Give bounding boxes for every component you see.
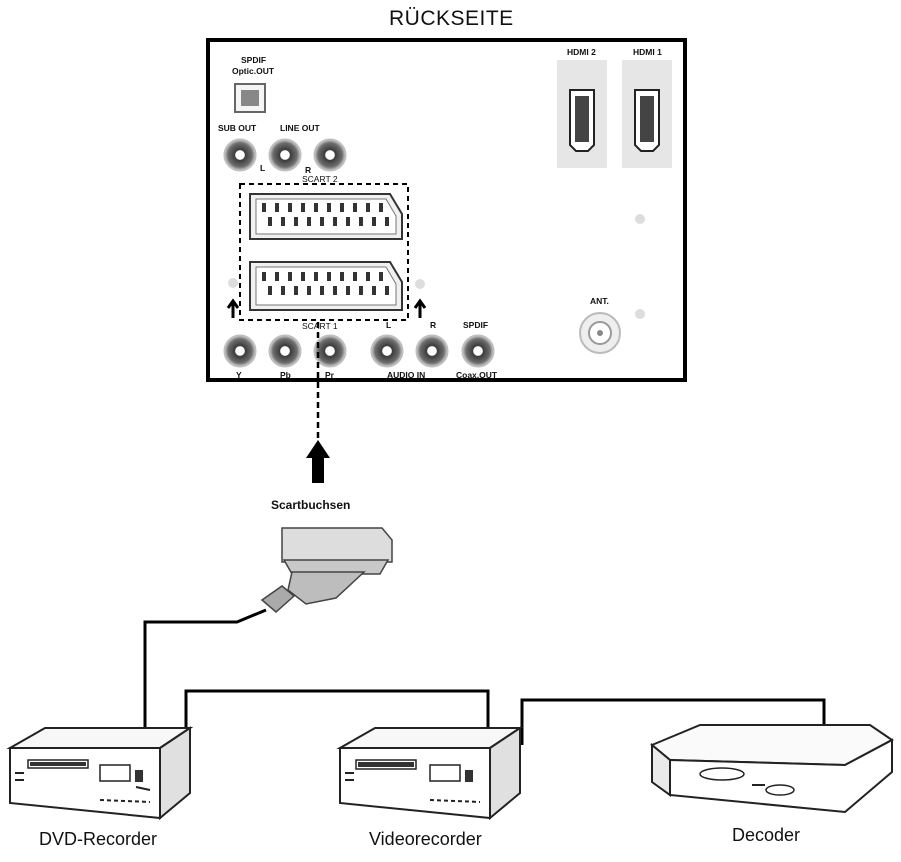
spdif-coax-label: SPDIF bbox=[463, 320, 489, 330]
scart-connector-label: Scartbuchsen bbox=[271, 498, 351, 512]
sub-out-jack bbox=[223, 138, 257, 172]
audio-r-jack bbox=[415, 334, 449, 368]
hdmi1-port bbox=[622, 60, 672, 168]
pb-label: Pb bbox=[280, 370, 291, 380]
pr-jack bbox=[313, 334, 347, 368]
scart2-label: SCART 2 bbox=[302, 174, 338, 184]
hdmi2-label: HDMI 2 bbox=[567, 47, 596, 57]
cable-video-decoder bbox=[520, 698, 826, 745]
scart-highlight-box bbox=[239, 183, 409, 321]
device-label-decoder: Decoder bbox=[732, 825, 801, 845]
arrow-up-icon bbox=[226, 298, 240, 318]
device-label-videorecorder: Videorecorder bbox=[369, 829, 482, 849]
spdif-optical-label-line1: SPDIF bbox=[241, 55, 267, 65]
dvd-recorder-device bbox=[6, 726, 194, 821]
cable-dvd-video bbox=[184, 689, 490, 740]
audio-r-label: R bbox=[430, 320, 437, 330]
audio-l-label: L bbox=[386, 320, 392, 330]
audio-l-jack bbox=[370, 334, 404, 368]
panel-title: RÜCKSEITE bbox=[389, 7, 514, 30]
sub-out-label: SUB OUT bbox=[218, 123, 257, 133]
hdmi1-label: HDMI 1 bbox=[633, 47, 662, 57]
arrow-up-icon bbox=[413, 298, 427, 318]
spdif-optical-port bbox=[234, 83, 266, 113]
line-out-r-label: R bbox=[305, 165, 312, 175]
antenna-label: ANT. bbox=[590, 296, 609, 306]
line-out-r-jack bbox=[313, 138, 347, 172]
device-label-dvd-recorder: DVD-Recorder bbox=[39, 829, 158, 849]
spdif-coax-jack bbox=[461, 334, 495, 368]
audio-in-label: AUDIO IN bbox=[387, 370, 426, 380]
spdif-optical-label: SPDIF bbox=[241, 55, 266, 65]
hdmi2-port bbox=[557, 60, 607, 168]
arrow-up-icon bbox=[306, 440, 330, 483]
pb-jack bbox=[268, 334, 302, 368]
spdif-optical-label-line2: Optic.OUT bbox=[232, 66, 275, 76]
y-jack bbox=[223, 334, 257, 368]
videorecorder-device bbox=[336, 726, 524, 821]
y-label: Y bbox=[236, 370, 242, 380]
pr-label: Pr bbox=[325, 370, 334, 380]
spdif-coax-label-line2: Coax.OUT bbox=[456, 370, 498, 380]
decoder-device bbox=[650, 724, 894, 814]
line-out-label: LINE OUT bbox=[280, 123, 320, 133]
scart1-label: SCART 1 bbox=[302, 321, 338, 331]
scart2-socket bbox=[249, 193, 403, 240]
line-out-l-jack bbox=[268, 138, 302, 172]
scart-plug bbox=[260, 527, 393, 613]
scart1-socket bbox=[249, 261, 403, 311]
line-out-l-label: L bbox=[260, 163, 266, 173]
cable-dvd bbox=[143, 608, 267, 730]
